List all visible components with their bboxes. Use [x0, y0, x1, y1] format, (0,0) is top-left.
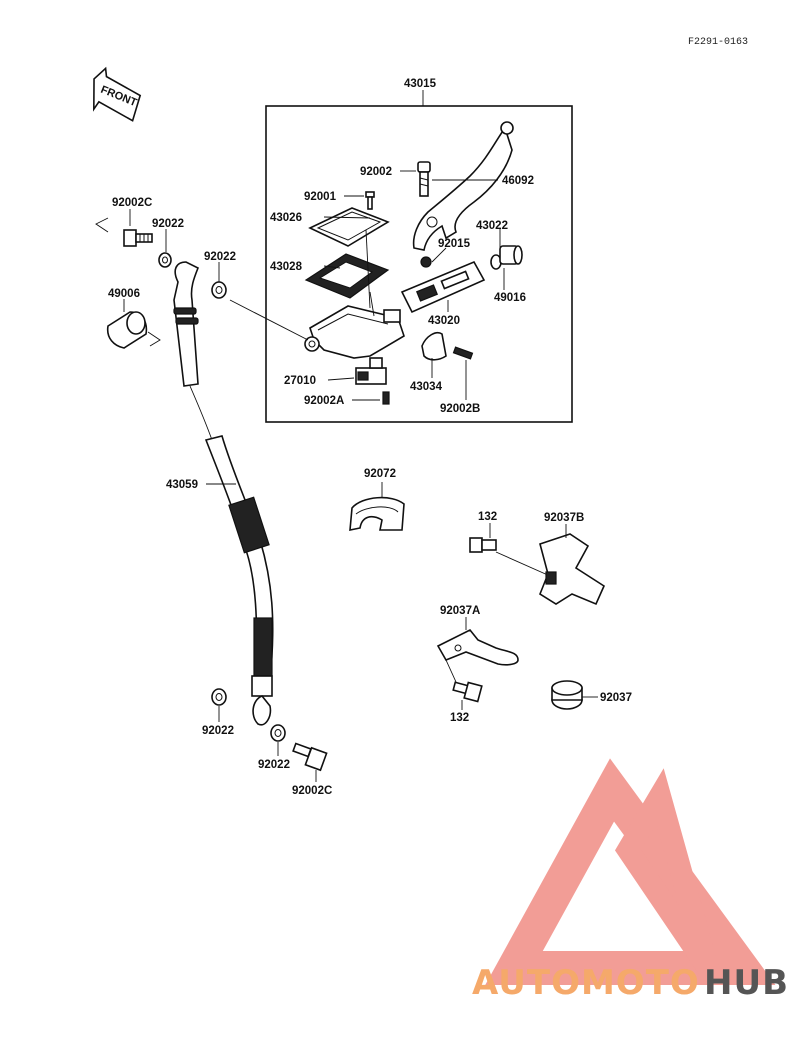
part-labels: 43015 92002 46092 92001 43026 43022 9201… [108, 78, 632, 797]
label-92002B: 92002B [440, 403, 480, 415]
label-92037: 92037 [600, 692, 632, 704]
piston-kit [400, 260, 486, 314]
brake-hose [173, 261, 274, 726]
hose-clamp-92072 [349, 496, 405, 531]
label-43026: 43026 [270, 212, 302, 224]
washer-92022-bottom-left [211, 688, 227, 706]
automotohub-logo [485, 758, 776, 985]
label-43034: 43034 [410, 381, 443, 393]
bracket-92037B [539, 533, 606, 606]
reservoir-diaphragm [304, 253, 390, 299]
label-92022-b: 92022 [204, 251, 236, 263]
label-92015: 92015 [438, 238, 471, 250]
grommet-92037 [551, 680, 583, 710]
automotohub-wordmark: AUTOMOTO HUB [472, 963, 789, 1003]
label-92002: 92002 [360, 166, 392, 178]
master-cylinder-assembly-box [265, 90, 573, 423]
label-43028: 43028 [270, 261, 303, 273]
label-92072: 92072 [364, 468, 396, 480]
bolt-92002 [417, 161, 431, 197]
label-132-top: 132 [478, 511, 497, 523]
banjo-bolt-top [123, 229, 153, 247]
label-92002C-top: 92002C [112, 197, 152, 209]
label-92037B: 92037B [544, 512, 584, 524]
leader-lines [229, 170, 505, 401]
washer-92022-bottom-right [270, 724, 286, 742]
label-46092: 46092 [502, 175, 534, 187]
front-arrow-icon: FRONT [93, 66, 142, 122]
label-92022-d: 92022 [258, 759, 290, 771]
label-43059: 43059 [166, 479, 198, 491]
reservoir-cap [308, 207, 390, 247]
label-132-bottom: 132 [450, 712, 469, 724]
label-49006: 49006 [108, 288, 140, 300]
logo-text-hub: HUB [704, 963, 789, 1003]
label-43015: 43015 [404, 78, 437, 90]
label-27010: 27010 [284, 375, 316, 387]
master-cylinder-body [304, 305, 405, 359]
clamp-43034 [421, 331, 447, 361]
label-92037A: 92037A [440, 605, 480, 617]
bolt-132-bottom [452, 681, 483, 703]
label-43022: 43022 [476, 220, 508, 232]
label-92001: 92001 [304, 191, 337, 203]
banjo-bolt-bottom [292, 742, 328, 772]
logo-text-automoto: AUTOMOTO [472, 963, 700, 1003]
bolt-92002B [452, 346, 474, 360]
brake-lever [412, 121, 514, 251]
label-92002A: 92002A [304, 395, 344, 407]
brake-switch [355, 357, 387, 385]
label-92022-c: 92022 [202, 725, 234, 737]
washer-92022-hose [211, 281, 227, 299]
label-92022-a: 92022 [152, 218, 184, 230]
label-92002C-bottom: 92002C [292, 785, 332, 797]
washer-92022-top [158, 252, 172, 268]
label-49016: 49016 [494, 292, 526, 304]
hose-cap-49006 [106, 311, 148, 349]
diagram-code: F2291-0163 [688, 37, 748, 48]
screw-92002A [382, 391, 390, 405]
bracket-92037A [436, 628, 519, 666]
bolt-132-top [469, 537, 497, 553]
screw-92001 [365, 191, 375, 210]
nut-92015 [420, 256, 432, 268]
spring-49016 [499, 245, 523, 265]
label-43020: 43020 [428, 315, 460, 327]
